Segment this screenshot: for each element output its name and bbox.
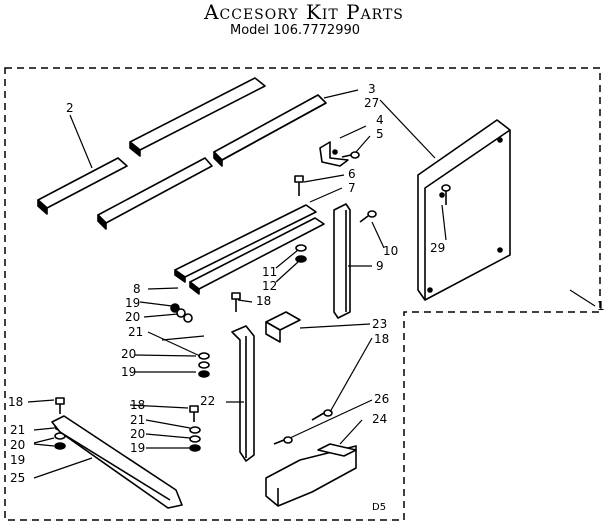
part-8-rail bbox=[189, 217, 325, 295]
part-29-screw bbox=[441, 184, 451, 205]
label-20-middle: 20 bbox=[121, 347, 136, 361]
label-20-left: 20 bbox=[10, 438, 25, 452]
label-8: 8 bbox=[133, 282, 141, 296]
label-22: 22 bbox=[200, 394, 215, 408]
label-21-lower: 21 bbox=[130, 413, 145, 427]
label-25: 25 bbox=[10, 471, 25, 485]
part-5-screw bbox=[341, 151, 360, 159]
model-number: Model 106.7772990 bbox=[230, 23, 361, 38]
label-1: 1 bbox=[597, 299, 605, 313]
label-19-lower: 19 bbox=[130, 441, 145, 455]
label-19-upper: 19 bbox=[125, 296, 140, 310]
label-2: 2 bbox=[66, 101, 74, 115]
leader-lines bbox=[27, 89, 596, 479]
hardware-stack-lower bbox=[189, 405, 201, 452]
label-23: 23 bbox=[372, 317, 387, 331]
label-9: 9 bbox=[376, 259, 384, 273]
part-2-long-channel bbox=[129, 77, 266, 157]
label-19-left: 19 bbox=[10, 453, 25, 467]
part-11-washer bbox=[295, 244, 307, 252]
part-6-bolt bbox=[294, 175, 304, 196]
label-18-right: 18 bbox=[374, 332, 389, 346]
label-3: 3 bbox=[368, 82, 376, 96]
label-21-left: 21 bbox=[10, 423, 25, 437]
label-7: 7 bbox=[348, 181, 356, 195]
label-5: 5 bbox=[376, 127, 384, 141]
label-18-upper: 18 bbox=[256, 294, 271, 308]
part-4-bracket bbox=[319, 141, 349, 167]
label-12: 12 bbox=[262, 279, 277, 293]
part-23-clip bbox=[265, 311, 301, 343]
label-20-upper: 20 bbox=[125, 310, 140, 324]
part-2-long-channel-lower bbox=[97, 157, 213, 230]
label-21-upper: 21 bbox=[128, 325, 143, 339]
part-7-rail bbox=[174, 204, 317, 283]
label-27: 27 bbox=[364, 96, 379, 110]
label-26: 26 bbox=[374, 392, 389, 406]
label-24: 24 bbox=[372, 412, 387, 426]
kit-boundary bbox=[4, 67, 601, 521]
label-18-lower: 18 bbox=[130, 398, 145, 412]
part-18-screw-right bbox=[311, 409, 333, 421]
part-3-angle bbox=[213, 94, 327, 167]
label-11: 11 bbox=[262, 265, 277, 279]
part-25-brace bbox=[51, 415, 183, 509]
part-2-short-channel bbox=[37, 157, 128, 215]
part-18-bolt-left bbox=[55, 397, 65, 414]
label-4: 4 bbox=[376, 113, 384, 127]
hardware-stack-upper bbox=[170, 303, 193, 323]
diagram-code: D5 bbox=[372, 502, 386, 513]
page-title: Accesory Kit Parts bbox=[204, 0, 404, 24]
part-12-nut bbox=[295, 255, 307, 263]
label-19-middle: 19 bbox=[121, 365, 136, 379]
part-26-screw bbox=[273, 436, 293, 445]
part-18-bolt-upper bbox=[231, 292, 241, 312]
part-27-panel bbox=[417, 119, 511, 301]
label-20-lower: 20 bbox=[130, 427, 145, 441]
part-10-screw bbox=[359, 210, 377, 223]
label-10: 10 bbox=[383, 244, 398, 258]
label-6: 6 bbox=[348, 167, 356, 181]
label-18-left: 18 bbox=[8, 395, 23, 409]
part-9-leg bbox=[333, 203, 351, 319]
part-22-brace bbox=[231, 325, 255, 462]
part-24-foot bbox=[265, 443, 357, 507]
part-labels: 2 3 27 4 5 6 7 29 10 9 11 12 8 19 20 18 … bbox=[8, 82, 605, 513]
hardware-stack-middle bbox=[198, 352, 210, 378]
label-29: 29 bbox=[430, 241, 445, 255]
